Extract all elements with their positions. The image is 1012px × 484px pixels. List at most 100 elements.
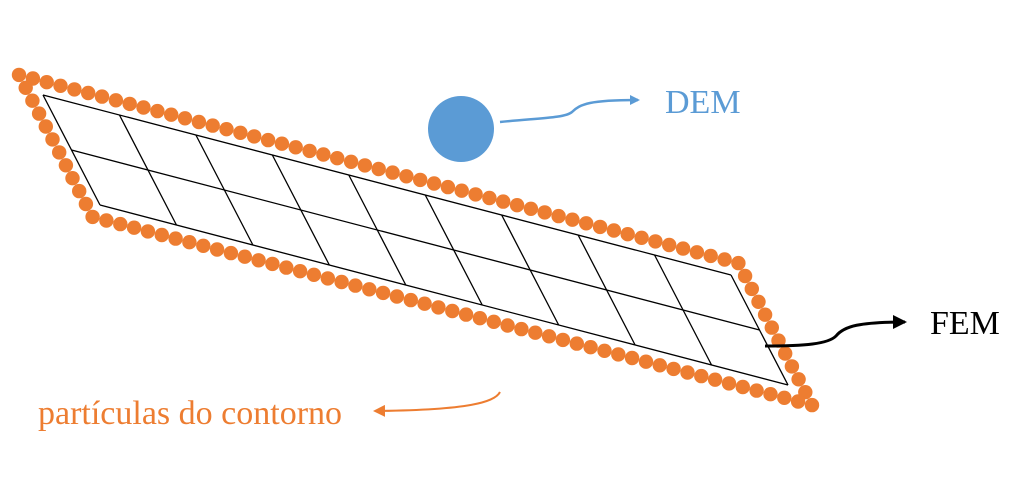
boundary-particle	[764, 320, 779, 335]
boundary-particle	[154, 227, 169, 243]
boundary-particle	[784, 359, 800, 374]
boundary-particle	[486, 314, 501, 329]
dem-arrow	[499, 95, 640, 124]
boundary-particle	[509, 198, 525, 213]
boundary-particle	[25, 93, 40, 108]
boundary-particle	[717, 252, 732, 267]
boundary-particle	[751, 294, 766, 309]
boundary-particle	[569, 336, 584, 351]
boundary-particle	[94, 89, 110, 104]
boundary-particle	[58, 158, 74, 173]
boundary-particle	[223, 245, 239, 261]
boundary-arrow	[373, 391, 501, 417]
boundary-particle	[330, 151, 345, 166]
boundary-particle	[426, 176, 442, 191]
boundary-particle	[403, 292, 418, 308]
boundary-particle	[316, 147, 331, 162]
boundary-particle	[458, 307, 474, 322]
boundary-particle	[680, 365, 695, 380]
boundary-particle	[65, 171, 80, 186]
boundary-particle	[638, 354, 654, 369]
boundary-particle	[45, 132, 60, 147]
boundary-particle	[541, 329, 557, 344]
boundary-particle	[38, 119, 53, 134]
boundary-particle	[219, 122, 234, 137]
boundary-particle	[606, 223, 622, 238]
boundary-particle	[126, 220, 142, 235]
boundary-particle	[343, 154, 359, 169]
boundary-particle	[39, 75, 54, 90]
boundary-particle	[662, 237, 677, 253]
boundary-particle	[371, 161, 386, 177]
boundary-particle	[385, 165, 400, 180]
boundary-particle	[454, 183, 469, 198]
boundary-particle	[555, 332, 571, 348]
boundary-particle	[417, 296, 432, 311]
boundary-particles	[11, 67, 820, 413]
boundary-particle	[620, 227, 635, 242]
boundary-particle	[122, 96, 137, 112]
boundary-particle	[150, 103, 165, 119]
boundary-particle	[67, 82, 82, 97]
boundary-particle	[18, 80, 33, 96]
boundary-particle	[565, 212, 580, 227]
boundary-particle	[53, 78, 68, 94]
boundary-particle	[744, 281, 759, 297]
boundary-particle	[288, 140, 303, 155]
boundary-particle	[804, 397, 820, 413]
boundary-particle	[52, 145, 67, 160]
boundary-particle	[168, 231, 183, 246]
boundary-particle	[790, 394, 806, 409]
boundary-particle	[233, 125, 248, 140]
boundary-particle	[389, 289, 405, 304]
boundary-label: partículas do contorno	[38, 395, 342, 432]
boundary-particle	[721, 376, 737, 391]
boundary-particle	[445, 303, 460, 319]
boundary-particle	[675, 241, 691, 256]
boundary-particle	[431, 300, 446, 315]
boundary-particle	[279, 260, 294, 275]
mesh-longitudinal-line	[71, 149, 760, 331]
boundary-particle	[357, 158, 373, 173]
boundary-particle	[791, 372, 806, 387]
boundary-particle	[205, 118, 220, 133]
boundary-particle	[11, 67, 27, 83]
boundary-particle	[99, 213, 114, 228]
boundary-particle	[666, 361, 681, 377]
boundary-particle	[611, 347, 626, 362]
boundary-particle	[778, 346, 793, 361]
dem-particle	[428, 96, 494, 162]
boundary-particle	[72, 183, 87, 199]
fem-label: FEM	[930, 305, 1000, 342]
boundary-particle	[334, 274, 349, 290]
fem-mesh	[42, 94, 789, 386]
boundary-particle	[164, 107, 179, 122]
boundary-particle	[302, 143, 317, 159]
boundary-particle	[320, 271, 335, 286]
boundary-particle	[78, 196, 94, 212]
boundary-particle	[496, 194, 511, 209]
boundary-particle	[482, 190, 497, 206]
boundary-particle	[140, 224, 156, 239]
boundary-particle	[624, 350, 640, 366]
boundary-particle	[440, 179, 456, 195]
boundary-particle	[634, 230, 649, 245]
boundary-particle	[597, 343, 612, 358]
boundary-particle	[592, 219, 608, 235]
boundary-particle	[472, 311, 488, 326]
boundary-particle	[399, 169, 414, 184]
boundary-particle	[108, 93, 124, 108]
boundary-particle	[136, 100, 151, 115]
boundary-particle	[703, 248, 718, 264]
boundary-particle	[749, 383, 764, 398]
boundary-particle	[85, 209, 100, 225]
boundary-particle	[500, 318, 515, 333]
boundary-particle	[265, 256, 280, 272]
boundary-particle	[196, 238, 211, 253]
boundary-particle	[652, 358, 667, 373]
boundary-particle	[648, 234, 663, 249]
boundary-particle	[763, 387, 778, 402]
fem-arrow	[764, 315, 907, 348]
mesh-longitudinal-line	[99, 204, 789, 386]
